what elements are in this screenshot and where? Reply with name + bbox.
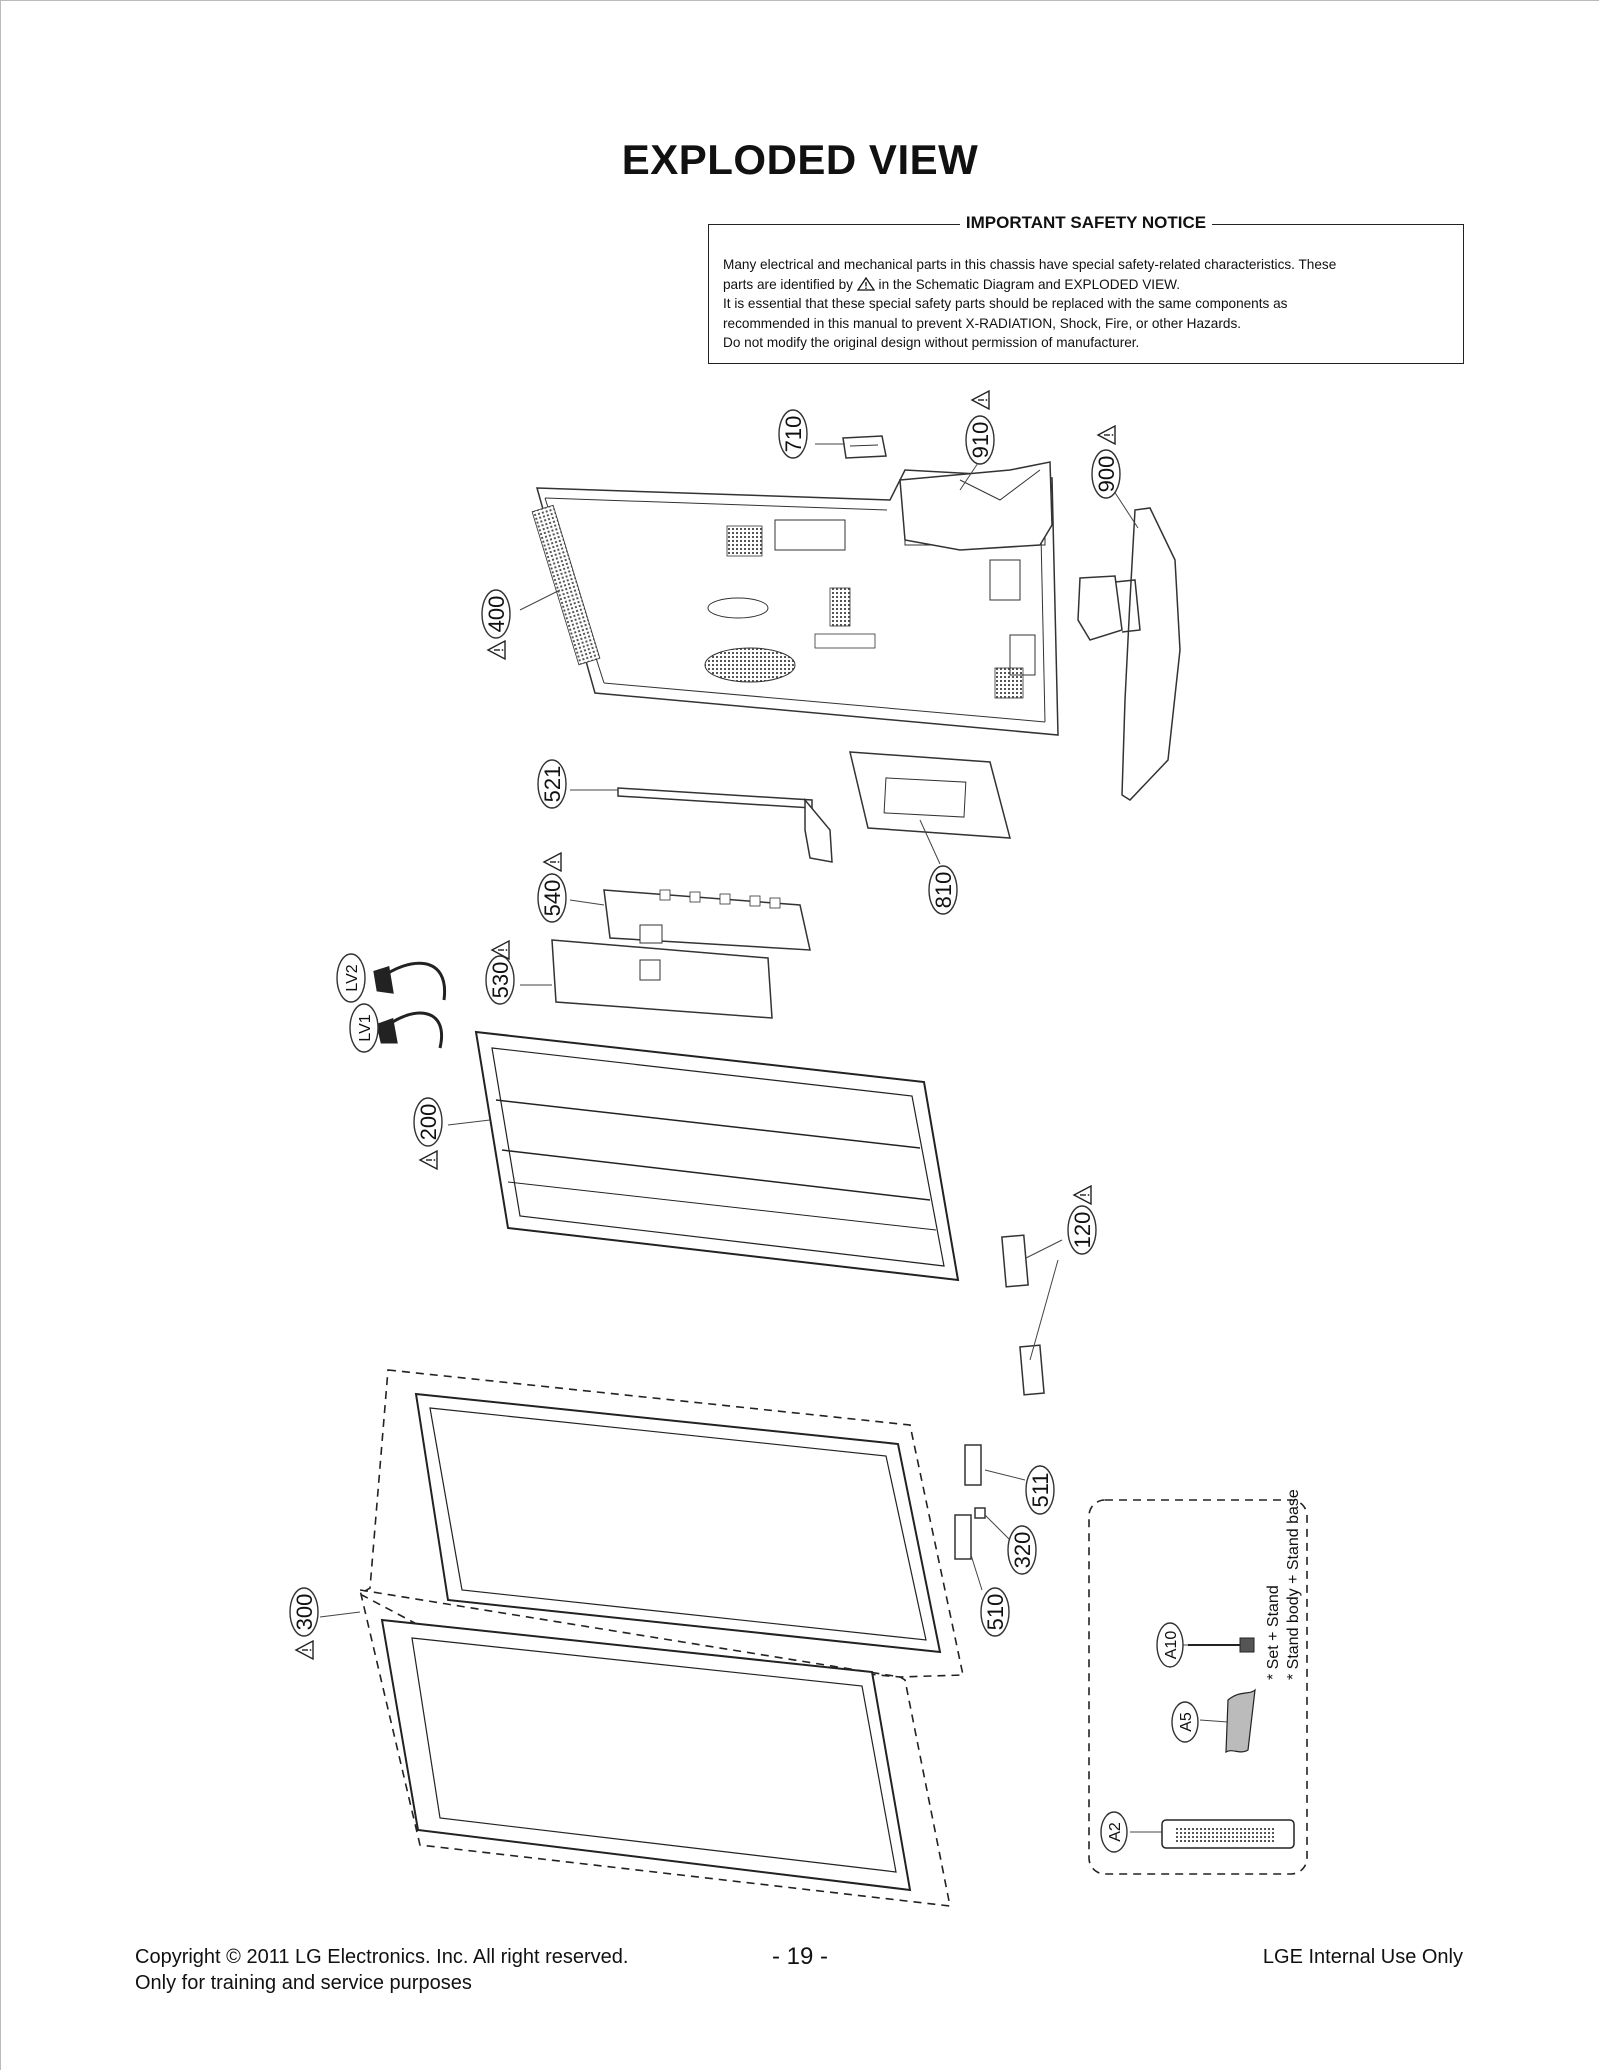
callout-900: 900: [1091, 425, 1121, 499]
warning-triangle-icon: [543, 852, 562, 872]
callout-510: 510: [980, 1587, 1010, 1637]
callout-a2: A2: [1100, 1811, 1128, 1853]
safety-notice-heading: IMPORTANT SAFETY NOTICE: [959, 213, 1213, 232]
callout-521: 521: [537, 759, 567, 809]
front-bezel-part: [358, 1369, 964, 1907]
callout-320-label: 320: [1010, 1532, 1035, 1569]
small-board-parts: [954, 1444, 986, 1560]
warning-triangle-icon: [295, 1640, 314, 1660]
notice-line-5: Do not modify the original design withou…: [723, 335, 1140, 350]
notice-line-2b: in the Schematic Diagram and EXPLODED VI…: [878, 276, 1180, 292]
manual-part: [1225, 1688, 1256, 1754]
callout-521-label: 521: [540, 766, 565, 803]
callout-200-label: 200: [416, 1104, 441, 1141]
remote-control-part: [1161, 1819, 1295, 1849]
callout-810: 810: [928, 865, 958, 915]
callout-910-label: 910: [968, 422, 993, 459]
bracket-bar-part: [617, 787, 833, 863]
callout-900-label: 900: [1094, 456, 1119, 493]
safety-notice-heading-wrap: IMPORTANT SAFETY NOTICE: [709, 213, 1463, 233]
stand-part: [1077, 507, 1181, 801]
warning-triangle-icon: [856, 276, 875, 291]
callout-300-label: 300: [292, 1594, 317, 1631]
footer-page-number: - 19 -: [771, 1943, 828, 1970]
warning-triangle-icon: [1097, 425, 1116, 445]
callout-a2-label: A2: [1107, 1822, 1124, 1842]
callout-510-label: 510: [983, 1594, 1008, 1631]
callout-lv1: LV1: [349, 1003, 379, 1053]
footer-copyright: Copyright © 2011 LG Electronics. Inc. Al…: [135, 1944, 628, 1996]
callout-300: 300: [289, 1587, 319, 1660]
warning-triangle-icon: [419, 1150, 438, 1170]
callout-120-label: 120: [1070, 1212, 1095, 1249]
main-board-part: [603, 889, 811, 951]
warning-triangle-icon: [971, 390, 990, 410]
callout-400-label: 400: [484, 596, 509, 633]
notice-line-2: parts are identified by in the Schematic…: [723, 275, 1449, 295]
small-cover-part: [842, 435, 887, 459]
callout-540: 540: [537, 852, 567, 923]
callout-511-label: 511: [1028, 1472, 1053, 1507]
lcd-module-part: [474, 1030, 960, 1282]
accessory-note-2: * Stand body + Stand base: [1285, 1489, 1302, 1680]
notice-line-4: recommended in this manual to prevent X-…: [723, 315, 1242, 331]
footer-copyright-line-2: Only for training and service purposes: [135, 1972, 472, 1994]
callout-lv2-label: LV2: [344, 964, 361, 991]
safety-notice-box: IMPORTANT SAFETY NOTICE Many electrical …: [708, 213, 1464, 364]
callout-530: 530: [485, 940, 515, 1005]
callout-511: 511: [1025, 1465, 1055, 1515]
callout-a10: A10: [1156, 1622, 1184, 1668]
callout-a10-label: A10: [1163, 1631, 1180, 1660]
accessory-note-1: * Set + Stand: [1265, 1585, 1282, 1680]
page-title: EXPLODED VIEW: [621, 136, 979, 183]
callout-400: 400: [481, 589, 511, 660]
lvds-cable-lv1-part: [376, 1011, 443, 1049]
callout-200: 200: [413, 1097, 443, 1170]
callout-810-label: 810: [931, 872, 956, 909]
callout-lv1-label: LV1: [357, 1014, 374, 1041]
shield-plate-part: [849, 751, 1011, 839]
callout-lv2: LV2: [336, 953, 366, 1003]
notice-line-2a: parts are identified by: [723, 276, 853, 292]
callout-910: 910: [965, 390, 995, 465]
stand-neck-cover-part: [899, 461, 1053, 551]
side-bracket-part: [1001, 1234, 1045, 1396]
callout-120: 120: [1067, 1185, 1097, 1255]
callout-320: 320: [1007, 1525, 1037, 1575]
safety-notice-body: Many electrical and mechanical parts in …: [723, 255, 1449, 353]
callout-a5: A5: [1171, 1701, 1199, 1743]
warning-triangle-icon: [487, 640, 506, 660]
footer-internal-use: LGE Internal Use Only: [1262, 1946, 1463, 1968]
callout-710: 710: [778, 409, 808, 459]
callout-a5-label: A5: [1178, 1712, 1195, 1732]
power-board-part: [551, 924, 773, 1019]
lvds-cable-lv2-part: [373, 961, 447, 1001]
screw-part: [1188, 1637, 1255, 1653]
footer-copyright-line-1: Copyright © 2011 LG Electronics. Inc. Al…: [135, 1946, 629, 1968]
notice-line-1: Many electrical and mechanical parts in …: [723, 257, 1337, 272]
callout-710-label: 710: [781, 416, 806, 453]
accessories-box: [1088, 1499, 1308, 1875]
callout-leader-lines: [319, 443, 1229, 1833]
callout-540-label: 540: [540, 880, 565, 917]
callout-530-label: 530: [488, 962, 513, 999]
notice-line-3: It is essential that these special safet…: [723, 296, 1288, 311]
warning-triangle-icon: [1073, 1185, 1092, 1205]
